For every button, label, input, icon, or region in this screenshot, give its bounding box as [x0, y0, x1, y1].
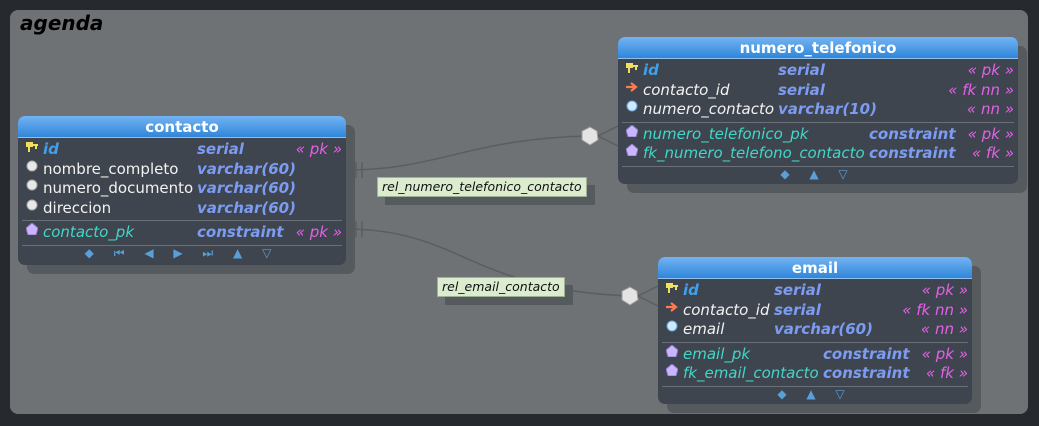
constraint-name: fk_numero_telefono_contacto [643, 144, 865, 162]
table-pager-controls[interactable]: ◆ ▲ ▽ [780, 167, 856, 181]
column-alias: « nn » [966, 100, 1014, 118]
column-type: serial [778, 61, 825, 79]
column-row[interactable]: contacto_id serial « fk nn » [618, 81, 1018, 101]
constraint-name: email_pk [683, 344, 751, 363]
rel-telefono-label[interactable]: rel_numero_telefonico_contacto [377, 177, 587, 197]
constraint-type: constraint [869, 124, 956, 143]
column-dot-icon [26, 160, 38, 172]
constraint-icon [626, 144, 638, 156]
column-name: numero_documento [43, 179, 194, 197]
column-row[interactable]: numero_contacto varchar(10) « nn » [618, 100, 1018, 120]
column-name: email [683, 320, 725, 338]
table-contacto[interactable]: contacto id serial « pk » nombre_complet… [18, 116, 346, 265]
constraint-icon [626, 124, 638, 137]
constraint-row[interactable]: email_pk constraint « pk » [658, 344, 972, 365]
column-alias: « pk » [967, 61, 1014, 79]
constraint-icon [666, 344, 678, 357]
column-type: serial [774, 281, 821, 299]
section-divider [22, 244, 342, 246]
primary-key-icon [26, 140, 38, 152]
constraint-icon [26, 223, 38, 235]
constraint-alias: « pk » [295, 223, 342, 241]
constraint-icon [666, 364, 678, 376]
column-row[interactable]: direccion varchar(60) [18, 199, 346, 219]
column-name: id [643, 61, 659, 79]
rel-telefono-line [345, 135, 591, 171]
constraint-row[interactable]: fk_email_contacto constraint « fk » [658, 364, 972, 384]
rel-email-crowfoot-1 [637, 285, 659, 297]
column-row[interactable]: id serial « pk » [658, 281, 972, 301]
table-numero-telefonico[interactable]: numero_telefonico id serial « pk » conta… [618, 37, 1018, 184]
column-name: contacto_id [643, 80, 730, 99]
column-name: nombre_completo [43, 159, 179, 178]
constraint-name: contacto_pk [43, 223, 135, 241]
constraint-alias: « fk » [925, 364, 968, 382]
constraint-row[interactable]: fk_numero_telefono_contacto constraint «… [618, 144, 1018, 164]
schema-title: agenda [20, 11, 104, 35]
column-alias: « fk nn » [948, 80, 1014, 99]
table-email-title: email [658, 257, 972, 279]
column-name: direccion [43, 198, 112, 217]
section-divider [662, 341, 968, 343]
column-alias: « nn » [920, 320, 968, 338]
primary-key-icon [666, 281, 678, 293]
constraint-type: constraint [869, 144, 956, 162]
constraint-name: fk_email_contacto [683, 364, 819, 382]
rel-telefono-crowfoot-2 [597, 135, 619, 147]
column-type: varchar(60) [197, 179, 296, 197]
constraint-alias: « pk » [967, 124, 1014, 143]
column-type: serial [778, 80, 825, 99]
constraint-row[interactable]: contacto_pk constraint « pk » [18, 223, 346, 243]
column-name: contacto_id [683, 300, 770, 319]
column-row[interactable]: numero_documento varchar(60) [18, 179, 346, 199]
rel-email-line [345, 228, 631, 297]
column-dot-icon [26, 199, 38, 211]
column-alias: « pk » [295, 140, 342, 158]
constraint-alias: « pk » [921, 344, 968, 363]
section-divider [622, 165, 1014, 167]
rel-email-label[interactable]: rel_email_contacto [437, 277, 565, 297]
column-row[interactable]: id serial « pk » [618, 61, 1018, 81]
primary-key-icon [626, 61, 638, 73]
column-name: numero_contacto [643, 100, 775, 118]
column-name: id [683, 281, 699, 299]
constraint-type: constraint [823, 364, 910, 382]
table-numero-telefonico-title: numero_telefonico [618, 37, 1018, 59]
column-alias: « fk nn » [902, 300, 968, 319]
constraint-row[interactable]: numero_telefonico_pk constraint « pk » [618, 124, 1018, 145]
rel-telefono-endpoint [581, 126, 599, 146]
column-type: varchar(60) [197, 198, 296, 217]
rel-email-endpoint [621, 286, 639, 306]
column-alias: « pk » [921, 281, 968, 299]
column-type: varchar(10) [778, 100, 877, 118]
column-dot-icon [666, 320, 678, 332]
section-divider [662, 385, 968, 387]
constraint-alias: « fk » [971, 144, 1014, 162]
column-type: varchar(60) [774, 320, 873, 338]
foreign-key-arrow-icon [666, 301, 678, 313]
column-type: serial [774, 300, 821, 319]
rel-email-crowfoot-2 [637, 295, 659, 307]
constraint-type: constraint [197, 223, 284, 241]
table-pager-controls[interactable]: ◆ ⏮ ◀ ▶ ⏭ ▲ ▽ [84, 246, 280, 260]
table-email[interactable]: email id serial « pk » contacto_id seria… [658, 257, 972, 404]
section-divider [622, 121, 1014, 123]
section-divider [22, 220, 342, 221]
column-name: id [43, 140, 59, 158]
table-contacto-title: contacto [18, 116, 346, 138]
rel-telefono-crowfoot-1 [597, 125, 619, 137]
constraint-name: numero_telefonico_pk [643, 124, 809, 143]
column-type: serial [197, 140, 244, 158]
column-dot-icon [626, 100, 638, 112]
column-dot-icon [26, 179, 38, 191]
column-row[interactable]: contacto_id serial « fk nn » [658, 301, 972, 321]
constraint-type: constraint [823, 344, 910, 363]
column-row[interactable]: email varchar(60) « nn » [658, 320, 972, 340]
table-pager-controls[interactable]: ◆ ▲ ▽ [777, 387, 853, 401]
column-row[interactable]: nombre_completo varchar(60) [18, 160, 346, 180]
column-row[interactable]: id serial « pk » [18, 140, 346, 160]
foreign-key-arrow-icon [626, 81, 638, 93]
column-type: varchar(60) [197, 159, 296, 178]
